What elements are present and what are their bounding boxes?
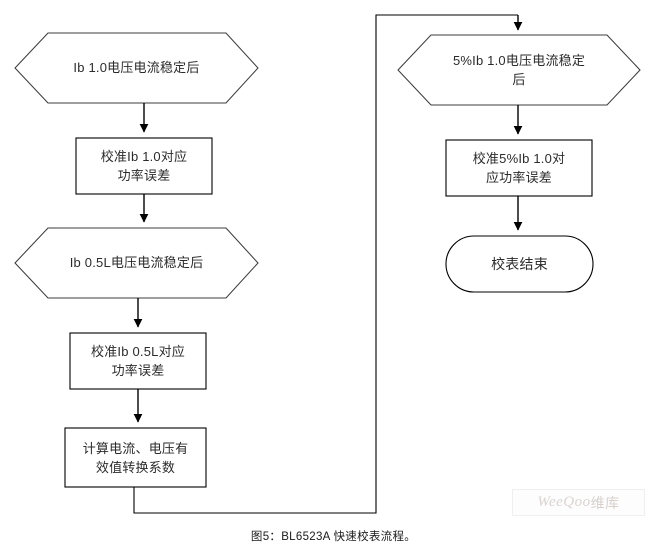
node-calib-ib-0-5l-shape <box>69 332 207 390</box>
node-pct5-ib-1-0-stable-shape <box>397 34 641 106</box>
node-calib-5pct-ib-1-0-shape <box>445 139 593 197</box>
watermark-brand-text: WeeQoo <box>537 494 591 510</box>
node-ib-1-0-stable-shape <box>14 32 259 104</box>
watermark-suffix-text: 维库 <box>590 494 620 511</box>
figure-caption: 图5：BL6523A 快速校表流程。 <box>250 531 417 543</box>
connector-box3-to-right-column <box>133 14 518 514</box>
node-calc-rms-coeff-shape <box>64 427 207 488</box>
node-ib-0-5l-stable-shape <box>14 227 259 299</box>
node-calib-ib-1-0-shape <box>75 137 213 195</box>
node-calibration-end-shape <box>445 235 594 293</box>
